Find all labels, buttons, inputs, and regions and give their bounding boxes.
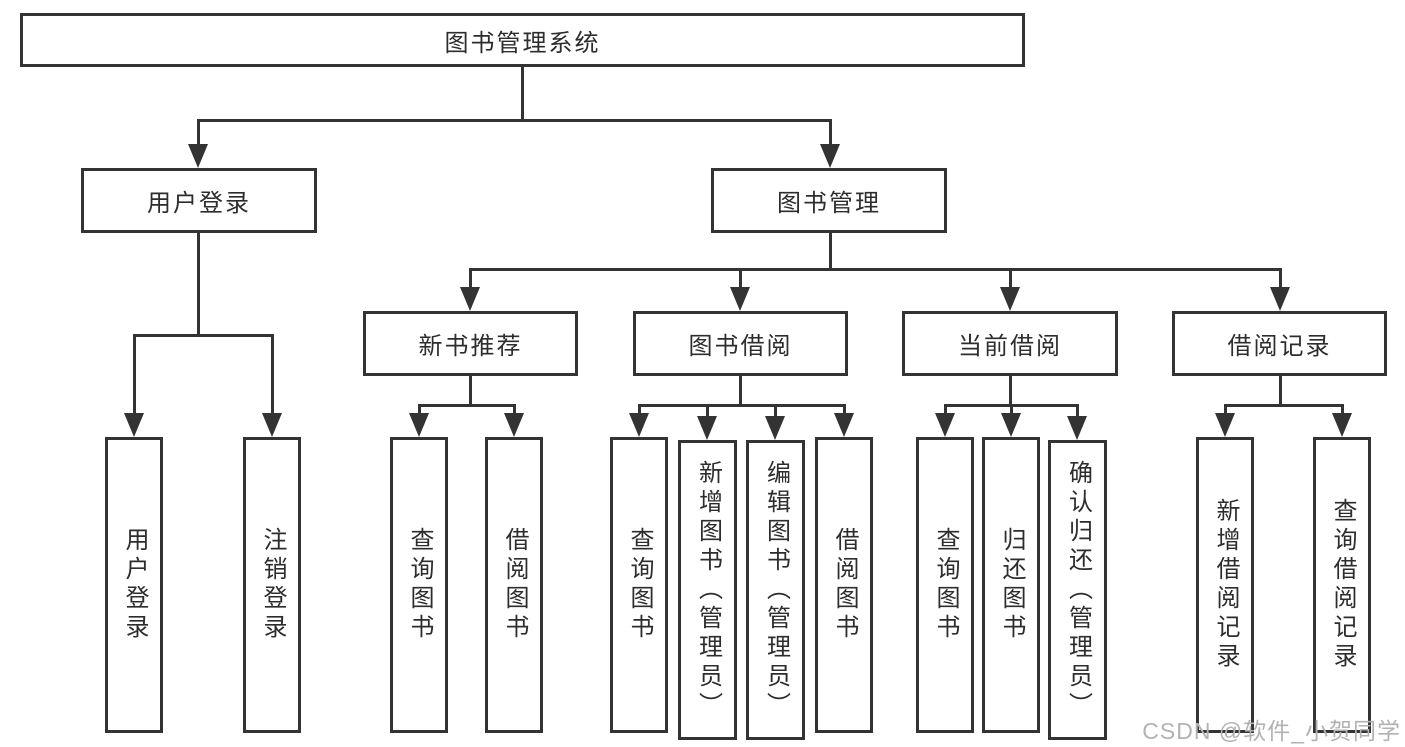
connector-line xyxy=(1279,375,1282,407)
node-borrowing-records: 借阅记录 xyxy=(1172,311,1387,376)
leaf-cb-confirm-return-admin: 确认归还（管理员） xyxy=(1048,440,1107,740)
leaf-label: 新增图书（管理员） xyxy=(694,459,722,721)
leaf-cb-return-books: 归还图书 xyxy=(982,437,1040,733)
arrow-down-icon xyxy=(820,144,840,168)
connector-line xyxy=(469,268,472,292)
connector-line xyxy=(197,119,200,149)
leaf-label: 用户登录 xyxy=(121,527,148,643)
connector-line xyxy=(739,268,742,292)
watermark: CSDN @软件_小贺同学 xyxy=(1142,718,1401,744)
connector-line xyxy=(774,404,777,418)
leaf-bb-edit-books-admin: 编辑图书（管理员） xyxy=(746,440,805,740)
connector-line xyxy=(469,375,472,407)
arrow-down-icon xyxy=(765,416,785,440)
node-book-borrowing: 图书借阅 xyxy=(633,311,848,376)
leaf-bb-add-books-admin: 新增图书（管理员） xyxy=(678,440,737,740)
connector-line xyxy=(418,404,421,416)
leaf-label: 注销登录 xyxy=(259,527,286,643)
leaf-label: 确认归还（管理员） xyxy=(1064,459,1092,721)
connector-line xyxy=(1341,404,1344,416)
connector-line xyxy=(197,232,200,337)
arrow-down-icon xyxy=(409,413,429,437)
connector-line xyxy=(638,404,846,407)
leaf-label: 查询图书 xyxy=(406,527,433,643)
connector-line xyxy=(1076,404,1079,418)
arrow-down-icon xyxy=(1270,287,1290,311)
node-library-management-system: 图书管理系统 xyxy=(20,13,1025,67)
connector-line xyxy=(1009,375,1012,407)
connector-line xyxy=(829,119,832,149)
leaf-logout: 注销登录 xyxy=(243,437,301,733)
arrow-down-icon xyxy=(1067,416,1087,440)
connector-line xyxy=(469,268,1282,271)
connector-line xyxy=(133,334,274,337)
arrow-down-icon xyxy=(935,413,955,437)
leaf-bb-borrow-books: 借阅图书 xyxy=(815,437,873,733)
arrow-down-icon xyxy=(262,413,282,437)
arrow-down-icon xyxy=(1332,413,1352,437)
leaf-br-query-record: 查询借阅记录 xyxy=(1313,437,1371,733)
connector-line xyxy=(1009,268,1012,292)
connector-line xyxy=(1224,404,1344,407)
leaf-label: 查询图书 xyxy=(626,527,653,643)
leaf-label: 归还图书 xyxy=(998,527,1025,643)
leaf-label: 编辑图书（管理员） xyxy=(762,459,790,721)
connector-line xyxy=(829,232,832,270)
leaf-bb-query-books: 查询图书 xyxy=(610,437,668,733)
connector-line xyxy=(513,404,516,416)
node-book-management: 图书管理 xyxy=(711,168,947,233)
arrow-down-icon xyxy=(697,416,717,440)
arrow-down-icon xyxy=(188,144,208,168)
leaf-label: 新增借阅记录 xyxy=(1212,498,1239,672)
leaf-br-add-record: 新增借阅记录 xyxy=(1196,437,1254,733)
connector-line xyxy=(843,404,846,416)
arrow-down-icon xyxy=(124,413,144,437)
connector-line xyxy=(739,375,742,407)
node-new-book-recommendation: 新书推荐 xyxy=(363,311,578,376)
leaf-nb-query-books: 查询图书 xyxy=(390,437,448,733)
arrow-down-icon xyxy=(1001,413,1021,437)
connector-line xyxy=(197,119,832,122)
arrow-down-icon xyxy=(504,413,524,437)
leaf-user-login: 用户登录 xyxy=(105,437,163,733)
leaf-label: 查询图书 xyxy=(932,527,959,643)
connector-line xyxy=(418,404,516,407)
connector-line xyxy=(133,334,136,416)
arrow-down-icon xyxy=(1215,413,1235,437)
connector-line xyxy=(271,334,274,416)
arrow-down-icon xyxy=(460,287,480,311)
connector-line xyxy=(1279,268,1282,292)
node-current-borrowing: 当前借阅 xyxy=(902,311,1118,376)
connector-line xyxy=(521,66,524,120)
node-user-login: 用户登录 xyxy=(81,168,317,233)
connector-line xyxy=(944,404,947,416)
leaf-label: 查询借阅记录 xyxy=(1329,498,1356,672)
leaf-label: 借阅图书 xyxy=(831,527,858,643)
connector-line xyxy=(1010,404,1013,416)
connector-line xyxy=(1224,404,1227,416)
leaf-cb-query-books: 查询图书 xyxy=(916,437,974,733)
leaf-label: 借阅图书 xyxy=(501,527,528,643)
arrow-down-icon xyxy=(730,287,750,311)
connector-line xyxy=(706,404,709,418)
arrow-down-icon xyxy=(629,413,649,437)
arrow-down-icon xyxy=(1000,287,1020,311)
connector-line xyxy=(638,404,641,416)
arrow-down-icon xyxy=(834,413,854,437)
leaf-nb-borrow-books: 借阅图书 xyxy=(485,437,543,733)
